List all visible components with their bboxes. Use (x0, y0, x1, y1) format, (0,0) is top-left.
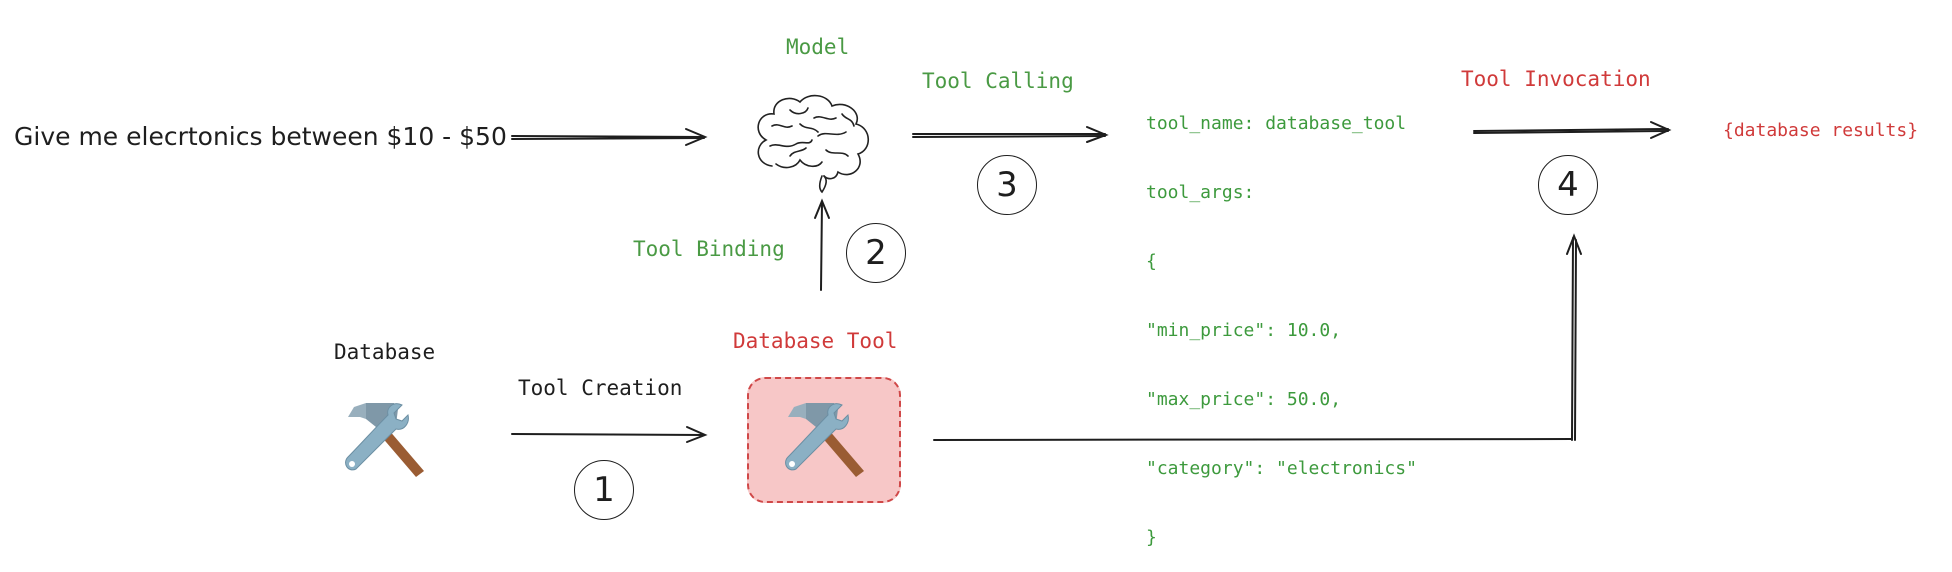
tool-call-line: "max_price": 50.0, (1146, 389, 1342, 410)
database-tool-label: Database Tool (733, 329, 898, 353)
brain-icon (757, 94, 870, 194)
hammer-wrench-icon (345, 403, 424, 477)
prompt-text: Give me elecrtonics between $10 - $50 (14, 122, 507, 151)
arrow-model-to-toolcall (912, 126, 1109, 143)
hammer-wrench-icon (785, 403, 864, 477)
arrow-creation (511, 426, 708, 443)
tool-call-line: "min_price": 10.0, (1146, 320, 1342, 341)
tool-call-json: tool_name: database_tool tool_args: { "m… (1146, 66, 1417, 572)
tool-call-line: { (1146, 251, 1157, 272)
database-label: Database (334, 340, 436, 364)
tool-creation-label: Tool Creation (518, 376, 683, 400)
step-2-badge: 2 (846, 223, 906, 283)
diagram-canvas (511, 94, 1672, 443)
tool-call-line: tool_args: (1146, 182, 1255, 203)
database-results-text: {database results} (1723, 120, 1919, 141)
tool-calling-label: Tool Calling (922, 69, 1074, 93)
step-4-badge: 4 (1538, 155, 1598, 215)
step-3-badge: 3 (977, 155, 1037, 215)
tool-call-line: } (1146, 527, 1157, 548)
tool-call-line: tool_name: database_tool (1146, 113, 1407, 134)
step-1-badge: 1 (574, 460, 634, 520)
arrow-invocation (933, 233, 1582, 441)
arrow-prompt-to-model (511, 128, 708, 146)
tool-binding-label: Tool Binding (633, 237, 785, 261)
tool-call-line: "category": "electronics" (1146, 458, 1417, 479)
model-label: Model (786, 35, 850, 59)
tool-invocation-label: Tool Invocation (1461, 67, 1651, 91)
arrow-toolcall-to-results (1473, 121, 1672, 139)
arrow-binding (814, 198, 830, 291)
